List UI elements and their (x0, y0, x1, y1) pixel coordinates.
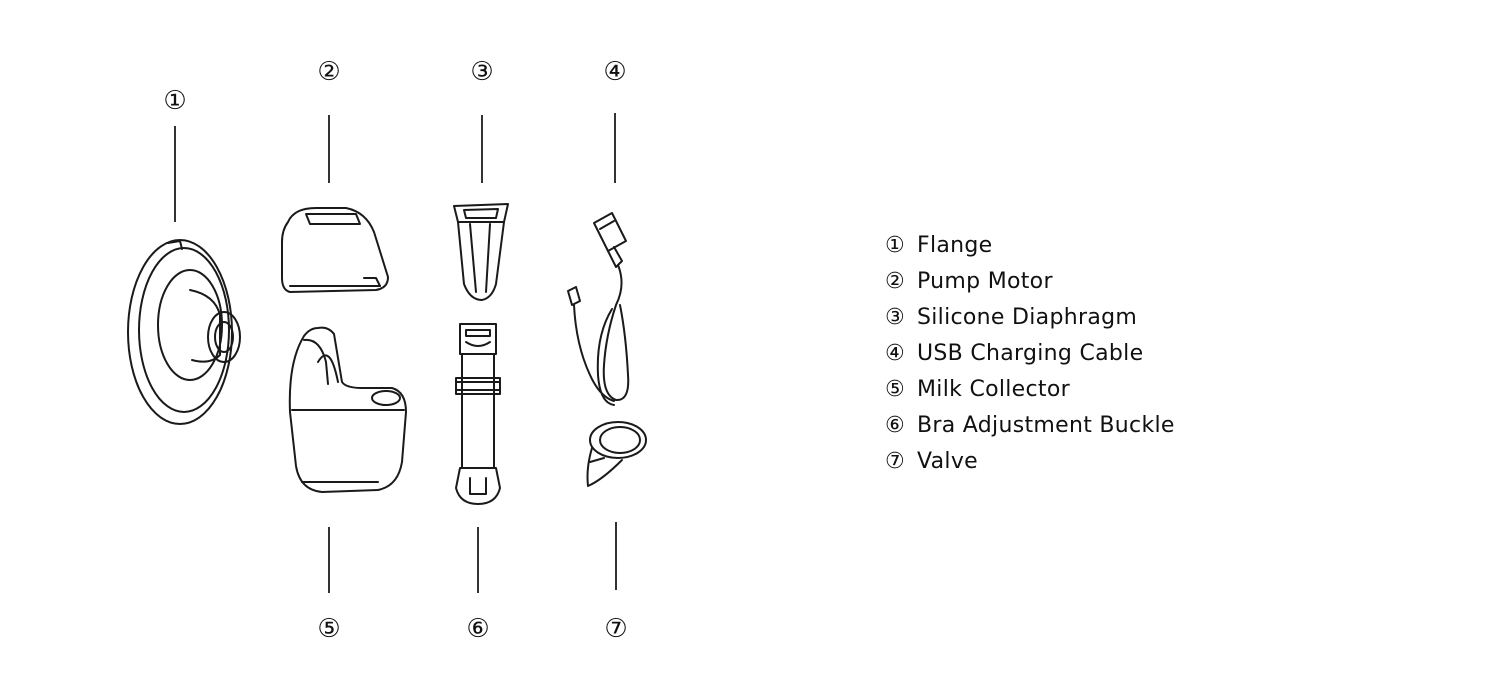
bra-adjustment-buckle-drawing (455, 323, 501, 505)
milk-collector-drawing (288, 326, 407, 493)
callout-1: ① (163, 86, 187, 116)
callout-3: ③ (470, 57, 494, 87)
legend-label: Flange (917, 233, 993, 258)
legend-marker: ④ (885, 341, 906, 366)
legend-label: Valve (917, 449, 978, 474)
flange-drawing (127, 239, 241, 425)
legend-marker: ② (885, 269, 906, 294)
legend-label: Milk Collector (917, 377, 1070, 402)
leader-line-6 (477, 527, 479, 593)
legend-label: Bra Adjustment Buckle (917, 413, 1175, 438)
legend-label: Pump Motor (917, 269, 1053, 294)
legend-label: Silicone Diaphragm (917, 305, 1138, 330)
legend-item-milk-collector: ⑤ Milk Collector (885, 372, 1175, 408)
legend-item-usb-charging-cable: ④ USB Charging Cable (885, 336, 1175, 372)
callout-7: ⑦ (604, 614, 628, 644)
leader-line-2 (328, 115, 330, 183)
callout-2: ② (317, 57, 341, 87)
legend-item-silicone-diaphragm: ③ Silicone Diaphragm (885, 300, 1175, 336)
legend-item-valve: ⑦ Valve (885, 444, 1175, 480)
leader-line-3 (481, 115, 483, 183)
callout-5: ⑤ (317, 614, 341, 644)
legend-marker: ⑦ (885, 449, 906, 474)
legend-item-bra-adjustment-buckle: ⑥ Bra Adjustment Buckle (885, 408, 1175, 444)
legend-item-pump-motor: ② Pump Motor (885, 264, 1175, 300)
leader-line-1 (174, 126, 176, 222)
legend-label: USB Charging Cable (917, 341, 1144, 366)
legend-marker: ③ (885, 305, 906, 330)
callout-6: ⑥ (466, 614, 490, 644)
legend-marker: ⑤ (885, 377, 906, 402)
legend-marker: ① (885, 233, 906, 258)
leader-line-5 (328, 527, 330, 593)
usb-charging-cable-drawing (567, 212, 630, 406)
valve-drawing (586, 421, 647, 487)
leader-line-7 (615, 522, 617, 590)
legend-item-flange: ① Flange (885, 228, 1175, 264)
callout-4: ④ (603, 57, 627, 87)
legend-marker: ⑥ (885, 413, 906, 438)
leader-line-4 (614, 113, 616, 183)
pump-motor-drawing (281, 207, 389, 293)
silicone-diaphragm-drawing (453, 203, 509, 301)
